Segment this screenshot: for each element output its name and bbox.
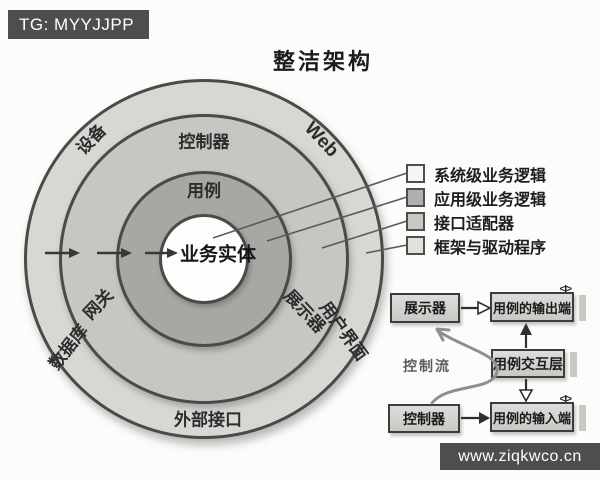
flow-box-label: 控制器: [403, 410, 445, 427]
open-arrowhead-icon: [477, 300, 492, 316]
legend-swatch-system-logic: [406, 164, 425, 183]
label-use-cases: 用例: [187, 181, 221, 201]
legend-row: 框架与驱动程序: [406, 236, 547, 257]
top-watermark-badge: TG: MYYJJPP: [8, 10, 149, 39]
flow-box-label: 用例的输入端: [492, 410, 571, 426]
flow-box-label: 用例的输出端: [492, 300, 571, 316]
legend-swatch-frameworks-drivers: [406, 236, 425, 255]
scan-artifact-strip: [579, 405, 586, 431]
bottom-watermark-badge: www.ziqkwco.cn: [440, 443, 600, 470]
legend-swatch-interface-adapters: [406, 212, 425, 231]
solid-arrowhead-icon: [520, 323, 532, 335]
flow-box-label: 用例交互层: [493, 355, 563, 372]
flow-box-use-case-interactor: 用例交互层: [491, 349, 565, 378]
legend-row: 接口适配器: [406, 212, 546, 233]
interface-marker-icon: <I>: [559, 284, 573, 295]
label-controllers: 控制器: [178, 132, 230, 152]
flow-box-presenter: 展示器: [390, 293, 460, 323]
open-arrowhead-icon: [518, 389, 534, 403]
control-flow-label: 控制流: [403, 358, 451, 374]
scan-artifact-strip: [579, 295, 586, 321]
label-business-entities: 业务实体: [179, 244, 257, 266]
legend-row: 应用级业务逻辑: [406, 188, 547, 209]
ring-entities-core: [159, 214, 249, 304]
open-arrowhead-icon: [435, 327, 451, 342]
interface-marker-icon: <I>: [559, 394, 573, 405]
flow-box-use-case-input-port: <I> 用例的输入端: [490, 395, 574, 432]
legend-label: 框架与驱动程序: [434, 239, 547, 257]
solid-arrowhead-icon: [479, 412, 490, 424]
page-title: 整洁架构: [272, 49, 373, 74]
flow-box-label: 展示器: [404, 300, 446, 316]
label-external-interfaces: 外部接口: [174, 410, 242, 430]
legend-swatch-application-logic: [406, 188, 425, 207]
legend-label: 系统级业务逻辑: [434, 167, 547, 185]
legend-row: 系统级业务逻辑: [406, 164, 547, 185]
legend-label: 应用级业务逻辑: [434, 191, 547, 209]
flow-box-controller: 控制器: [388, 404, 460, 433]
legend-label: 接口适配器: [434, 215, 515, 233]
scan-artifact-strip: [570, 352, 577, 377]
legend: 系统级业务逻辑 应用级业务逻辑 接口适配器 框架与驱动程序: [406, 164, 546, 260]
flow-box-use-case-output-port: <I> 用例的输出端: [490, 285, 574, 322]
